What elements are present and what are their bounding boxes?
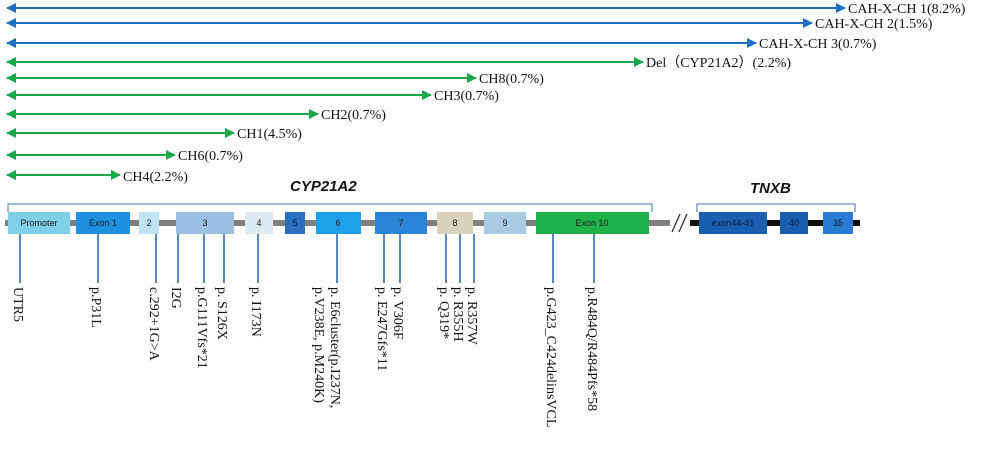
mutation-label-r355h: p. R355H xyxy=(450,287,465,341)
mutation-label-p31l: p.P31L xyxy=(88,287,103,328)
exon-6-label: 6 xyxy=(335,218,340,228)
gene-label-cyp21a2: CYP21A2 xyxy=(290,178,357,195)
mutation-label-e247g: p. E247Gfs*11 xyxy=(374,287,389,371)
exon-9-label: 9 xyxy=(502,218,507,228)
exon-1-label: Exon 1 xyxy=(89,218,117,228)
deletion-label-del-cyp21a2: Del（CYP21A2）(2.2%) xyxy=(646,55,791,71)
mutation-label-e6cluster-2: p.V238E, p.M240K) xyxy=(311,287,326,403)
exon-1-box xyxy=(76,212,130,234)
tnxb-exon44-41-label: exon44-41 xyxy=(712,218,755,228)
exon-2-label: 2 xyxy=(146,218,151,228)
tnxb-exon40-label: 40 xyxy=(789,218,799,228)
gene-bracket-tnxb xyxy=(696,203,856,212)
exon-4-label: 4 xyxy=(256,218,261,228)
deletion-label-ch1: CH1(4.5%) xyxy=(237,127,302,142)
deletion-label-cah-x-ch1: CAH-X-CH 1(8.2%) xyxy=(848,2,966,17)
mutation-labels: UTR5 p.P31L c.292+1G>A I2G p.G111Vfs*21 … xyxy=(10,287,599,427)
mutation-label-q319: p. Q319* xyxy=(436,287,451,339)
exon-7-label: 7 xyxy=(398,218,403,228)
mutation-label-c292: c.292+1G>A xyxy=(146,287,161,362)
mutation-label-r484: p.R484Q/R484Pfs*58 xyxy=(584,287,599,411)
deletion-label-cah-x-ch3: CAH-X-CH 3(0.7%) xyxy=(759,37,877,52)
exon-5-label: 5 xyxy=(292,218,297,228)
mutation-ticks xyxy=(19,234,595,283)
exon-3-label: 3 xyxy=(202,218,207,228)
tnxb-exons: exon44-41 40 35 xyxy=(699,212,853,234)
deletion-label-ch2: CH2(0.7%) xyxy=(321,108,386,123)
exon-2-box xyxy=(139,212,159,234)
mutation-label-s126x: p. S126X xyxy=(214,287,229,340)
exon-8-box xyxy=(437,212,473,234)
exon-9-box xyxy=(484,212,526,234)
mutation-label-g423: p.G423_C424delinsVCL xyxy=(543,287,558,427)
deletion-label-ch4: CH4(2.2%) xyxy=(123,170,188,185)
mutation-label-r357w: p. R357W xyxy=(464,287,479,345)
mutation-label-g111v: p.G111Vfs*21 xyxy=(194,287,209,369)
exon-10-box xyxy=(536,212,649,234)
gene-bracket-cyp21a2 xyxy=(7,203,653,212)
cyp21a2-exons: Promoter Exon 1 2 3 4 5 6 7 8 9 Exon 10 xyxy=(8,212,649,234)
tnxb-exon35-label: 35 xyxy=(833,218,843,228)
promoter-box xyxy=(8,212,70,234)
exon-10-label: Exon 10 xyxy=(575,218,608,228)
exon-4-box xyxy=(245,212,273,234)
mutation-label-v306f: p. V306F xyxy=(390,287,405,340)
mutation-label-e6cluster-1: p. E6cluster(p.I237N, xyxy=(327,287,342,408)
deletion-label-ch6: CH6(0.7%) xyxy=(178,149,243,164)
mutation-label-i2g: I2G xyxy=(168,287,183,309)
mutation-label-utr5: UTR5 xyxy=(10,287,25,322)
gene-label-tnxb: TNXB xyxy=(750,180,791,197)
deletion-ranges: CAH-X-CH 1(8.2%) CAH-X-CH 2(1.5%) CAH-X-… xyxy=(6,2,966,185)
exon-3-box xyxy=(176,212,234,234)
tnxb-exon40-box xyxy=(780,212,808,234)
promoter-label: Promoter xyxy=(20,218,57,228)
tnxb-exon35-box xyxy=(823,212,853,234)
tnxb-exon44-41-box xyxy=(699,212,767,234)
mutation-label-i173n: p. I173N xyxy=(248,287,263,337)
exon-5-box xyxy=(285,212,305,234)
deletion-label-cah-x-ch2: CAH-X-CH 2(1.5%) xyxy=(815,17,933,32)
deletion-label-ch8: CH8(0.7%) xyxy=(479,72,544,87)
exon-7-box xyxy=(375,212,427,234)
deletion-label-ch3: CH3(0.7%) xyxy=(434,89,499,104)
exon-6-box xyxy=(316,212,361,234)
exon-8-label: 8 xyxy=(452,218,457,228)
